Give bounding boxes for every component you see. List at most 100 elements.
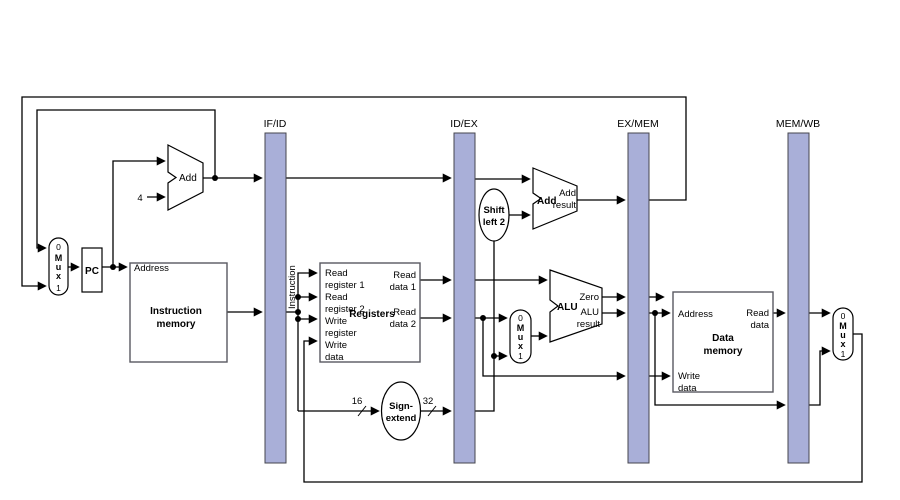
read-data-2-l2: data 2 [390,319,416,330]
mux-letter-m: M [839,321,847,331]
branch-add-result-l2: result [553,200,577,211]
shift-left-2-body [478,188,510,242]
junction-dot [212,175,218,181]
imem-title-line2: memory [157,319,196,330]
mux-letter-u: u [56,262,62,272]
mux-letter-u: u [840,330,846,340]
instruction-memory: Address Instruction memory [129,262,228,363]
pc-register: PC [81,247,103,293]
dmem-write-l1: Write [678,371,700,382]
wire-writeback [303,333,863,483]
mem-wb-label: MEM/WB [776,118,820,130]
branch-add-label: Add [537,196,556,207]
junction-dot [480,315,486,321]
mux-input0-label: 0 [841,311,846,321]
junction-dot [295,294,301,300]
branch-add-result-l1: Add [559,188,576,199]
mux-input1-label: 1 [56,283,61,293]
pipeline-register-ex-mem [627,132,650,464]
if-id-label: IF/ID [264,118,287,130]
dmem-read-l2: data [751,320,770,331]
imem-title-line1: Instruction [150,306,202,317]
mux-input0-label: 0 [518,313,523,323]
mux-letter-m: M [55,253,63,263]
junction-dot [295,309,301,315]
alu-src-mux-body [509,309,532,364]
wire-instruction-vertical [297,268,318,411]
registers-title: Registers [349,309,395,320]
wire-bypass-to-wbmux [809,346,831,406]
imem-address-label: Address [134,263,169,274]
constant-four-label: 4 [137,193,142,204]
pc-label: PC [85,266,99,277]
read-data-2-l1: Read [393,307,416,318]
mux-letter-u: u [518,332,524,342]
bus-width-slash-32 [427,405,437,417]
data-memory-body [672,291,774,393]
pipeline-register-if-id [264,132,287,464]
mem-to-reg-mux-body [832,307,854,361]
pc-src-mux: 0 M u x 1 [48,237,69,296]
write-register-l1: Write [325,316,347,327]
sign-extend-body [380,381,422,441]
shift-left-2-unit: Shift left 2 [478,188,510,242]
mux-letter-x: x [840,339,845,349]
read-register-2-l2: register 2 [325,304,365,315]
junction-dot [491,353,497,359]
wire-aluresult-bypass [654,313,786,410]
junction-dot [652,310,658,316]
pc-add-unit: Add [167,144,204,211]
wire-signext-riser [475,241,495,412]
pipeline-register-mem-wb [787,132,810,464]
dmem-title-l1: Data [712,333,734,344]
instruction-bus-label: Instruction [287,265,298,309]
dmem-title-l2: memory [704,346,743,357]
read-register-1-l1: Read [325,268,348,279]
read-register-1-l2: register 1 [325,280,365,291]
dmem-address-label: Address [678,309,713,320]
data-memory: Address Read data Data memory Write data [672,291,774,394]
junction-dot [110,264,116,270]
instruction-memory-body [129,262,228,363]
sign-extend-l2: extend [386,413,417,424]
bus-width-32: 32 [423,396,434,407]
bus-width-slash-16 [357,405,367,417]
mux-input1-label: 1 [841,349,846,359]
bus-width-16: 16 [352,396,363,407]
wire-rd2-to-exmem [482,318,626,381]
mux-letter-m: M [517,323,525,333]
branch-add-unit: Add Add result [532,167,578,230]
wire-branch-feedback [21,96,687,291]
junction-dots [110,175,658,359]
mux-input1-label: 1 [518,351,523,361]
alu-src-mux: 0 M u x 1 [509,309,532,364]
alu-unit: ALU Zero ALU result [549,269,603,343]
mux-letter-x: x [56,271,61,281]
pipeline-register-id-ex [453,132,476,464]
wires [21,96,863,483]
pc-src-mux-body [48,237,69,296]
register-file: Read register 1 Read register 2 Write re… [319,262,421,363]
write-register-l2: register [325,328,357,339]
shift-left-2-l1: Shift [483,205,505,216]
wire-pc4-feedback [36,109,216,253]
read-data-1-l2: data 1 [390,282,416,293]
register-file-body [319,262,421,363]
write-data-l2: data [325,352,344,363]
mem-to-reg-mux: 0 M u x 1 [832,307,854,361]
alu-result-l2: result [577,319,601,330]
branch-add-body [532,167,578,230]
pc-add-label: Add [179,173,197,184]
wire-pc-to-add [112,156,166,267]
alu-body [549,269,603,343]
mux-letter-x: x [518,341,523,351]
shift-left-2-l2: left 2 [483,217,505,228]
mux-input0-label: 0 [56,242,61,252]
alu-result-l1: ALU [581,307,600,318]
junction-dot [295,316,301,322]
id-ex-label: ID/EX [450,118,477,130]
sign-extend-unit: Sign- extend [380,381,422,441]
read-data-1-l1: Read [393,270,416,281]
